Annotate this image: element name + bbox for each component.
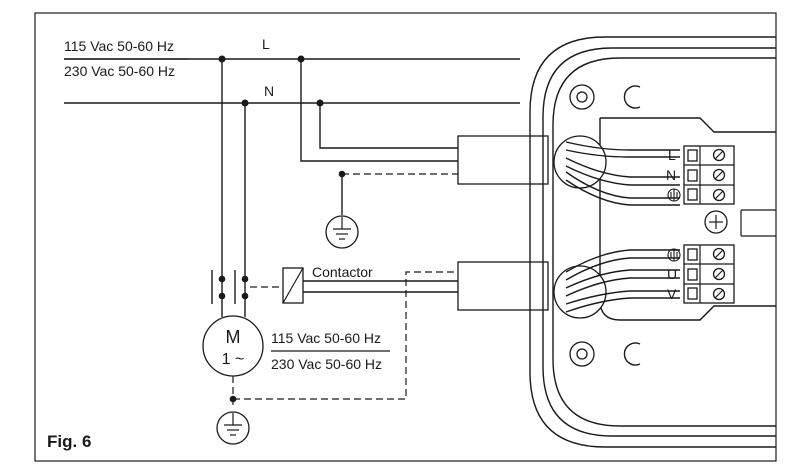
supply-neutral-to-cable xyxy=(319,103,458,149)
gland-wire xyxy=(565,157,680,178)
enclosure-outer xyxy=(529,36,776,448)
mounting-hole-inner xyxy=(576,348,588,360)
terminal-slot xyxy=(687,248,698,261)
contact-dot xyxy=(218,292,226,300)
motor-voltage-230: 230 Vac 50-60 Hz xyxy=(271,356,382,372)
junction-dot xyxy=(338,170,346,178)
contact-dot xyxy=(241,292,249,300)
terminal-label-u: U xyxy=(667,266,677,282)
motor-label: M xyxy=(226,327,241,347)
gland-wire xyxy=(565,249,680,273)
terminal-earth-icon xyxy=(667,248,681,262)
gland-wire xyxy=(565,171,680,199)
gland-wire xyxy=(565,257,680,281)
motor-voltage-115: 115 Vac 50-60 Hz xyxy=(271,330,381,346)
terminal-label-v: V xyxy=(667,286,677,302)
supply-line-to-cable xyxy=(300,59,458,162)
lower-cable-sheath xyxy=(457,261,549,311)
enclosure-inner xyxy=(542,47,776,437)
contact-dot xyxy=(241,275,249,283)
enclosure-rim xyxy=(552,57,776,427)
terminal-slot xyxy=(687,188,698,201)
junction-dot xyxy=(297,55,305,63)
gland-wire xyxy=(565,179,680,206)
gland-wire xyxy=(565,290,680,305)
contactor-label: Contactor xyxy=(312,264,373,280)
lower-cable-gland xyxy=(553,265,607,319)
terminal-screws xyxy=(712,247,726,301)
terminal-slot xyxy=(687,287,698,300)
terminal-earth-icon xyxy=(667,188,681,202)
upper-cable-gland xyxy=(553,135,607,189)
upper-cable-sheath xyxy=(457,135,549,185)
terminal-label-l: L xyxy=(668,147,676,163)
mounting-slot xyxy=(623,85,641,109)
plate-edge xyxy=(600,117,776,133)
gland-wire xyxy=(565,269,680,289)
contact-dot xyxy=(218,275,226,283)
motor-phase-label: 1 ~ xyxy=(222,351,245,368)
terminal-label-n: N xyxy=(666,167,676,183)
supply-voltage-115: 115 Vac 50-60 Hz xyxy=(64,38,174,54)
terminal-slot xyxy=(687,149,698,162)
motor-earth-dashed xyxy=(233,271,458,400)
gland-wire xyxy=(565,149,680,158)
terminal-slot xyxy=(687,268,698,281)
gland-wire xyxy=(565,277,680,297)
mounting-hole-inner xyxy=(576,91,588,103)
neutral-label: N xyxy=(264,83,274,99)
junction-dot xyxy=(316,99,324,107)
gland-wire xyxy=(565,297,680,313)
supply-voltage-230: 230 Vac 50-60 Hz xyxy=(64,63,175,79)
gland-wire xyxy=(565,141,680,151)
terminal-slot xyxy=(687,169,698,182)
mounting-slot xyxy=(623,342,641,366)
figure-label: Fig. 6 xyxy=(47,432,91,451)
gland-wire xyxy=(565,165,680,186)
figure-frame xyxy=(34,12,777,462)
line-label: L xyxy=(262,36,270,52)
junction-dot xyxy=(218,55,226,63)
earth-symbol xyxy=(325,215,359,249)
earth-symbol xyxy=(216,411,250,445)
coil-diagonal xyxy=(282,267,304,304)
junction-dot xyxy=(241,99,249,107)
terminal-screws xyxy=(712,148,726,202)
